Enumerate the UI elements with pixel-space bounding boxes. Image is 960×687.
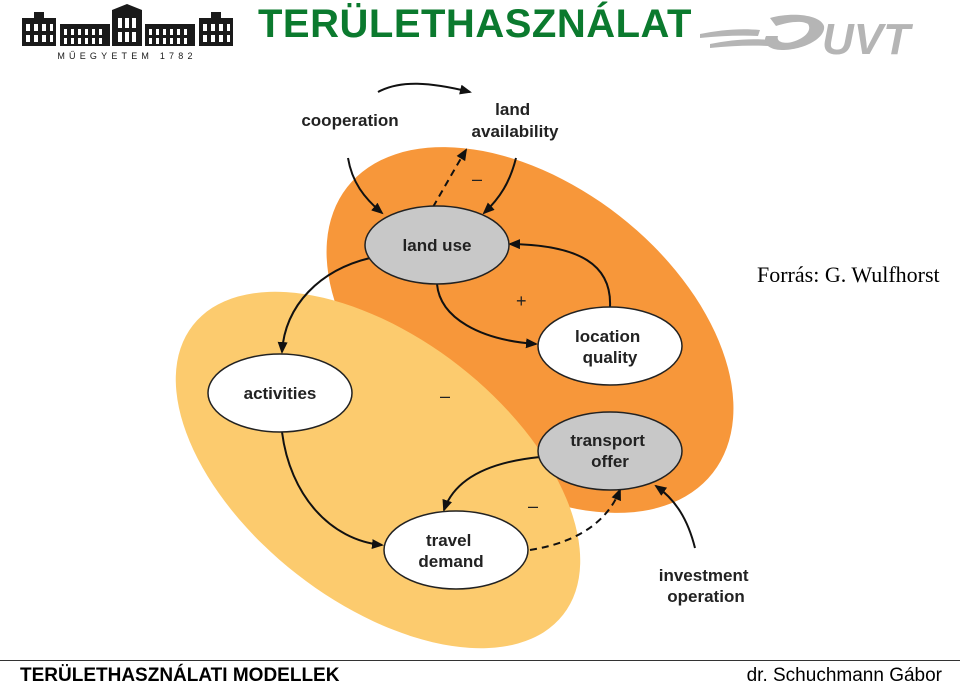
page-title: TERÜLETHASZNÁLAT xyxy=(258,2,692,46)
travel-demand-line1: travel xyxy=(426,531,471,550)
external-investment-operation: investment operation xyxy=(659,566,753,606)
land-availability-to-land-use-arrow xyxy=(482,157,517,215)
footer-title: TERÜLETHASZNÁLATI MODELLEK xyxy=(20,665,340,686)
sign-minus-travel-demand: – xyxy=(528,496,538,516)
node-transport-offer-label: transport offer xyxy=(570,431,649,471)
travel-demand-to-transport-offer-dashed-arrow xyxy=(529,488,621,551)
land-use-transport-feedback-diagram: long term mobility decisions short term … xyxy=(142,82,756,649)
node-location-quality-label: location quality xyxy=(575,327,645,367)
sign-minus-land-availability: – xyxy=(472,169,482,189)
transport-offer-line1: transport xyxy=(570,431,645,450)
travel-demand-line2: demand xyxy=(418,552,483,571)
land-use-to-location-quality-arrow xyxy=(436,283,538,349)
node-land-use-label: land use xyxy=(403,236,472,255)
transport-offer-line2: offer xyxy=(591,452,629,471)
node-transport-offer: transport offer xyxy=(537,411,683,491)
external-cooperation: cooperation xyxy=(301,111,398,130)
footer-author: dr. Schuchmann Gábor xyxy=(746,665,942,686)
investment-to-transport-offer-arrow xyxy=(654,484,696,549)
investment-operation-line1: investment xyxy=(659,566,749,585)
node-travel-demand-label: travel demand xyxy=(418,531,483,571)
activities-to-travel-demand-arrow xyxy=(281,431,384,550)
cooperation-to-land-use-arrow xyxy=(347,157,384,215)
uvt-logo-text: UVT xyxy=(822,15,913,60)
land-use-to-activities-arrow xyxy=(277,257,371,354)
university-logo-text: MŰEGYETEM 1782 xyxy=(57,51,196,61)
uvt-logo: UVT xyxy=(700,10,930,64)
investment-operation-line2: operation xyxy=(667,587,744,606)
long-term-label-line2: mobility decisions xyxy=(616,201,756,218)
short-term-label-line2: mobility decisions xyxy=(142,570,282,587)
transport-offer-to-travel-demand-arrow xyxy=(442,456,541,512)
node-activities: activities xyxy=(207,353,353,433)
location-quality-line1: location xyxy=(575,327,640,346)
footer-divider xyxy=(0,660,960,661)
sign-minus-activities: – xyxy=(440,386,450,406)
long-term-label-line1: long term xyxy=(647,180,720,197)
university-logo: MŰEGYETEM 1782 xyxy=(20,4,235,62)
location-quality-to-land-use-arrow xyxy=(508,239,612,308)
node-land-use: land use xyxy=(364,205,510,285)
land-availability-line1: land xyxy=(495,100,530,119)
node-activities-label: activities xyxy=(244,384,317,403)
source-citation: Forrás: G. Wulfhorst xyxy=(757,262,940,287)
location-quality-line2: quality xyxy=(583,348,638,367)
land-availability-line2: availability xyxy=(472,122,559,141)
sign-plus-location-quality: + xyxy=(516,291,527,311)
short-term-zone-label: short term mobility decisions xyxy=(142,550,282,587)
node-travel-demand: travel demand xyxy=(383,510,529,590)
cooperation-to-land-availability-arrow xyxy=(377,82,472,95)
external-land-availability: land availability xyxy=(472,100,559,141)
long-term-zone-label: long term mobility decisions xyxy=(616,180,756,218)
node-location-quality: location quality xyxy=(537,306,683,386)
land-use-to-land-availability-dashed-arrow xyxy=(432,148,468,208)
short-term-label-line1: short term xyxy=(170,550,249,567)
